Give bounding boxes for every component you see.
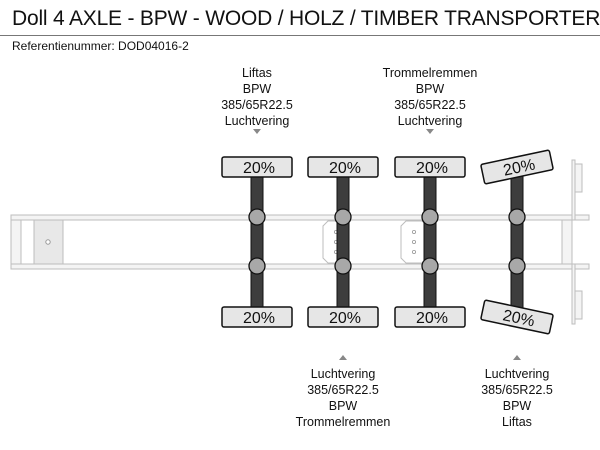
axles: 20% 20% 20% 20% 20% 20% 20% 20% xyxy=(221,149,554,335)
rear-light xyxy=(574,163,583,193)
wheel-hub xyxy=(421,208,439,226)
spec-line: 385/65R22.5 xyxy=(221,98,293,112)
tire-load-label: 20% xyxy=(502,156,537,179)
wheel-hub xyxy=(248,257,266,275)
spec-line: Liftas xyxy=(502,415,532,429)
spec-line: Trommelremmen xyxy=(383,66,478,80)
tire xyxy=(394,156,466,178)
spec-line: 385/65R22.5 xyxy=(394,98,466,112)
axle-4: 20% 20% xyxy=(480,149,554,335)
spec-line: 385/65R22.5 xyxy=(307,383,379,397)
title-divider xyxy=(0,35,600,36)
hole xyxy=(411,229,416,234)
tire xyxy=(394,306,466,328)
arrow-up-icon xyxy=(339,355,347,360)
spec-line: BPW xyxy=(416,82,445,96)
tire-top: 20% xyxy=(394,156,466,178)
tire-bottom: 20% xyxy=(480,299,554,335)
spec-line: BPW xyxy=(243,82,272,96)
tire-bottom: 20% xyxy=(394,306,466,328)
arrow-down-icon xyxy=(426,129,434,134)
axle-3: 20% 20% xyxy=(394,156,466,328)
front-beam xyxy=(10,219,22,265)
axle-shaft xyxy=(510,174,524,311)
kingpin xyxy=(45,239,51,245)
wheel-hub xyxy=(508,208,526,226)
trailer-frame xyxy=(10,159,590,325)
arrow-down-icon xyxy=(253,129,261,134)
arrow-up-icon xyxy=(513,355,521,360)
tire xyxy=(307,156,379,178)
tire-top: 20% xyxy=(480,149,554,185)
spec-line: 385/65R22.5 xyxy=(481,383,553,397)
hole xyxy=(411,239,416,244)
axle-shaft xyxy=(336,174,350,311)
axle-shaft xyxy=(250,174,264,311)
tire xyxy=(480,299,554,335)
spec-line: Liftas xyxy=(242,66,272,80)
tire-load-label: 20% xyxy=(501,307,536,330)
frame-rail-top xyxy=(10,214,590,221)
wheel-hub xyxy=(508,257,526,275)
hole xyxy=(411,249,416,254)
tire-load-label: 20% xyxy=(329,160,361,177)
tire-load-label: 20% xyxy=(243,310,275,327)
tire xyxy=(221,156,293,178)
axle-shaft xyxy=(423,174,437,311)
frame-rail-bottom xyxy=(10,263,590,270)
spec-line: BPW xyxy=(329,399,358,413)
spec-line: Luchtvering xyxy=(485,367,550,381)
reference-number: Referentienummer: DOD04016-2 xyxy=(12,39,189,53)
spec-line: Luchtvering xyxy=(225,114,290,128)
axle-labels: LiftasBPW385/65R22.5LuchtveringTrommelre… xyxy=(221,66,553,429)
wheel-hub xyxy=(334,208,352,226)
tire xyxy=(307,306,379,328)
tire-top: 20% xyxy=(307,156,379,178)
spec-line: BPW xyxy=(503,399,532,413)
tire-top: 20% xyxy=(221,156,293,178)
spec-line: Luchtvering xyxy=(311,367,376,381)
wheel-hub xyxy=(248,208,266,226)
rear-light xyxy=(574,290,583,320)
tire-bottom: 20% xyxy=(221,306,293,328)
axle-1: 20% 20% xyxy=(221,156,293,328)
axle-2: 20% 20% xyxy=(307,156,379,328)
spec-line: Trommelremmen xyxy=(296,415,391,429)
tire-load-label: 20% xyxy=(416,160,448,177)
tire xyxy=(480,149,554,185)
tire xyxy=(221,306,293,328)
wheel-hub xyxy=(334,257,352,275)
tire-load-label: 20% xyxy=(416,310,448,327)
page-title: Doll 4 AXLE - BPW - WOOD / HOLZ / TIMBER… xyxy=(12,7,600,30)
rear-beam xyxy=(561,219,573,265)
tire-load-label: 20% xyxy=(243,160,275,177)
tire-bottom: 20% xyxy=(307,306,379,328)
wheel-hub xyxy=(421,257,439,275)
spec-line: Luchtvering xyxy=(398,114,463,128)
tire-load-label: 20% xyxy=(329,310,361,327)
